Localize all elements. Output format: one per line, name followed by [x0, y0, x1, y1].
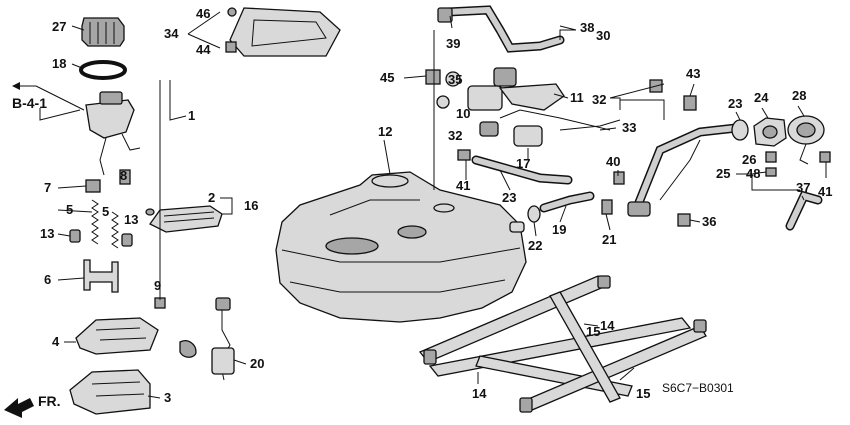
clamp-23: [527, 205, 541, 223]
fuel-gauge-sender: [179, 297, 235, 381]
valve-33: [479, 121, 499, 137]
callout: 23: [728, 96, 742, 111]
filter-clip: [85, 169, 131, 193]
callout: 2: [208, 190, 215, 205]
callout: 9: [154, 278, 161, 293]
ref-arrow: [12, 82, 85, 111]
callout: 45: [380, 70, 394, 85]
callout: 10: [456, 106, 470, 121]
bolt-46: [425, 69, 441, 85]
callout: 44: [196, 42, 211, 57]
callout: 25: [716, 166, 730, 181]
callout: 6: [44, 272, 51, 287]
callout: 21: [602, 232, 616, 247]
clip-41: [613, 171, 625, 185]
callout: 46: [196, 6, 210, 21]
callout: 16: [244, 198, 258, 213]
callout: 20: [250, 356, 264, 371]
callout: 41: [456, 178, 470, 193]
callout: 24: [754, 90, 769, 105]
valve-bracket: [498, 83, 565, 111]
clamp-22: [601, 199, 613, 215]
callout: 5: [66, 202, 73, 217]
seal-28-48: [765, 151, 777, 177]
callout: 32: [592, 92, 606, 107]
callout: 13: [124, 212, 138, 227]
callout: 33: [622, 120, 636, 135]
callout: 15: [586, 324, 600, 339]
springs: [91, 199, 119, 249]
callout: 14: [600, 318, 615, 333]
callout: 4: [52, 334, 60, 349]
callout: 23: [502, 190, 516, 205]
callout: 30: [596, 28, 610, 43]
callout: 32: [448, 128, 462, 143]
tank-strap-frame: [418, 275, 707, 413]
fuel-pump-cap: [81, 17, 125, 47]
callout: 40: [606, 154, 620, 169]
solenoid-valve: [467, 67, 517, 111]
callout: 36: [702, 214, 716, 229]
fuel-filter: [145, 205, 223, 233]
callout-labels: 27 18 1 7 8 5 5 13 13 6 9 4 3 2 16 20 46…: [40, 6, 832, 405]
bolt-45: [683, 95, 697, 111]
callout: 28: [792, 88, 806, 103]
o-ring-seal: [79, 60, 127, 80]
callout: 48: [746, 166, 760, 181]
tube-34: [559, 119, 621, 131]
fuel-cap: [787, 115, 825, 165]
callout: 27: [52, 19, 66, 34]
valve-18: [499, 109, 611, 147]
mount-bracket: [225, 7, 341, 57]
breather-tube: [437, 5, 565, 53]
callout: 12: [378, 124, 392, 139]
callout: 5: [102, 204, 109, 219]
callout: 43: [686, 66, 700, 81]
callout: 38: [580, 20, 594, 35]
callout: 41: [818, 184, 832, 199]
callout: 39: [446, 36, 460, 51]
callout: 11: [570, 90, 584, 105]
hose-21: [539, 191, 595, 213]
callout: 18: [52, 56, 66, 71]
breather-hose-38: [785, 190, 823, 231]
callout: 35: [448, 72, 462, 87]
clip-42: [457, 149, 471, 161]
callout: 17: [516, 156, 530, 171]
front-label: FR.: [38, 393, 61, 409]
callout: 37: [796, 180, 810, 195]
bolt-37: [677, 213, 691, 227]
callout: 1: [188, 108, 195, 123]
callout: 7: [44, 180, 51, 195]
pump-bracket: [83, 259, 119, 293]
pump-housing-lower: [69, 369, 151, 415]
callout: 3: [164, 390, 171, 405]
fuel-tank: [275, 171, 527, 323]
callout: 8: [120, 168, 127, 183]
fuel-pump-module: [85, 91, 141, 176]
callout: 26: [742, 152, 756, 167]
ref-label: B-4-1: [12, 95, 47, 111]
cushions: [69, 229, 133, 247]
clip-43: [819, 151, 831, 163]
leader-lines: [39, 11, 827, 399]
callout: 22: [528, 238, 542, 253]
callout: 13: [40, 226, 54, 241]
callout: 34: [164, 26, 179, 41]
filler-neck: [753, 117, 787, 147]
callout: 15: [636, 386, 650, 401]
filler-pipe: [620, 79, 749, 217]
callout: 19: [552, 222, 566, 237]
valve-36: [445, 71, 461, 87]
hose-24: [471, 155, 573, 185]
diagram-code: S6C7−B0301: [662, 381, 734, 395]
callout: 14: [472, 386, 487, 401]
front-arrow: [4, 398, 34, 418]
valve-10: [436, 95, 450, 109]
pump-housing-upper: [75, 317, 159, 355]
